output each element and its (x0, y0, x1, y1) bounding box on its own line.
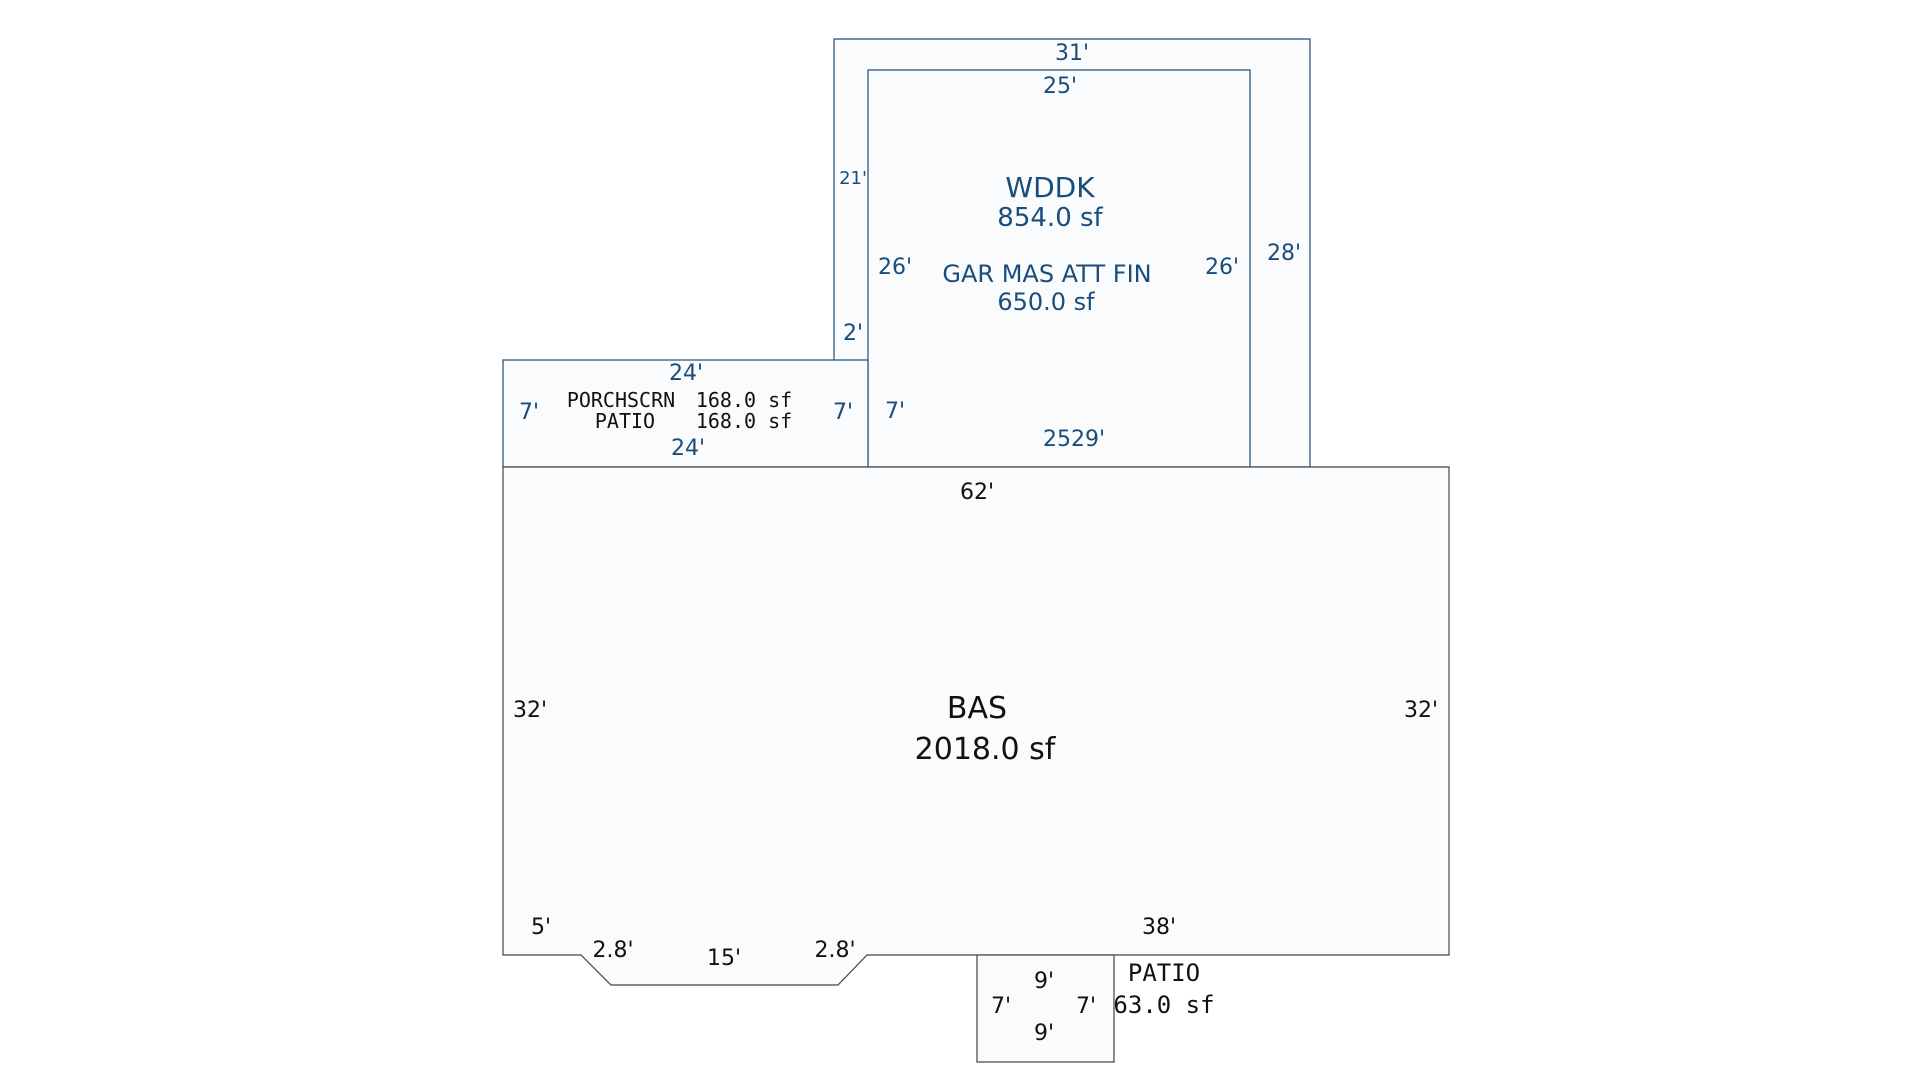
dim-patio-top: 9' (1034, 969, 1054, 994)
dim-bas-top: 62' (960, 480, 994, 505)
dim-porch-top: 24' (669, 361, 703, 386)
wddk-code: WDDK (1005, 171, 1095, 204)
dim-bas-bottom-left: 5' (531, 915, 551, 940)
dim-gar-left: 26' (878, 255, 912, 280)
dim-gar-right: 26' (1205, 255, 1239, 280)
porch-code-2: PATIO (595, 409, 655, 433)
dim-bas-right: 32' (1404, 698, 1438, 723)
dim-wddk-right: 28' (1267, 241, 1301, 266)
dim-gar-left-lower: 7' (885, 399, 905, 424)
dim-wddk-top: 31' (1055, 41, 1089, 66)
patio-area: 63.0 sf (1113, 991, 1214, 1019)
dim-patio-bottom: 9' (1034, 1021, 1054, 1046)
dim-bay-left: 2.8' (592, 938, 633, 963)
garage-area: 650.0 sf (997, 288, 1095, 316)
bas-code: BAS (947, 691, 1007, 726)
wddk-area: 854.0 sf (997, 203, 1103, 233)
dim-patio-left: 7' (991, 994, 1011, 1019)
porch-area-1: 168.0 sf (696, 388, 792, 412)
dim-bas-left: 32' (513, 698, 547, 723)
dim-porch-bottom: 24' (671, 436, 705, 461)
patio-code: PATIO (1128, 959, 1200, 987)
porch-code-1: PORCHSCRN (567, 388, 675, 412)
dim-gar-top: 25' (1043, 74, 1077, 99)
dim-porch-right: 7' (833, 400, 853, 425)
dim-bas-bottom-right: 38' (1142, 915, 1176, 940)
dim-bay-right: 2.8' (814, 938, 855, 963)
dim-porch-left: 7' (519, 400, 539, 425)
dim-wddk-left-lower: 2' (843, 321, 863, 346)
dim-gar-bottom: 2529' (1043, 427, 1105, 452)
patio-outline (976, 954, 1115, 1063)
bas-outline (502, 466, 1450, 986)
porch-area-2: 168.0 sf (696, 409, 792, 433)
garage-code: GAR MAS ATT FIN (942, 260, 1151, 288)
garage-outline (867, 69, 1251, 468)
bas-area: 2018.0 sf (915, 732, 1057, 767)
dim-wddk-left: 21' (839, 168, 867, 189)
dim-patio-right: 7' (1076, 994, 1096, 1019)
dim-bay-bottom: 15' (707, 946, 741, 971)
